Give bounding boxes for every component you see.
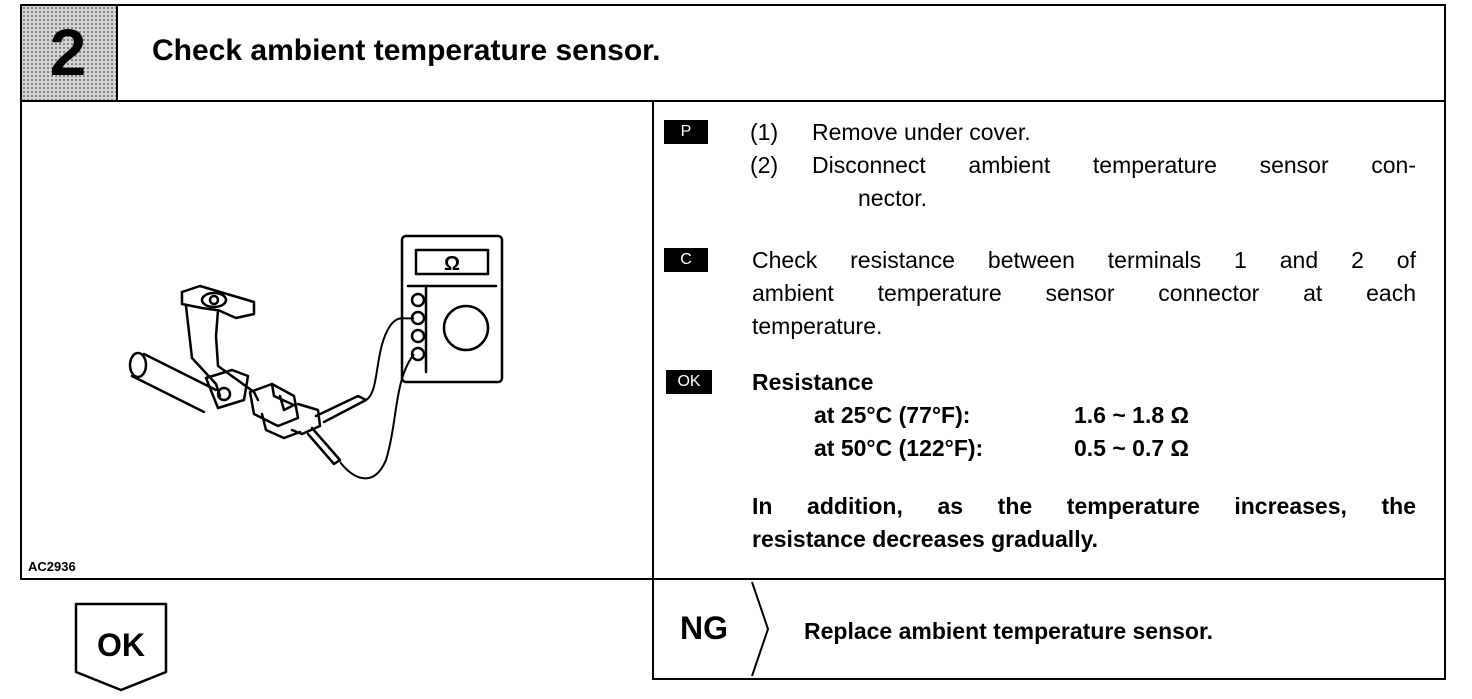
prep-tag: P <box>664 120 708 144</box>
note-line-1: In addition, as the temperature increase… <box>752 493 1416 519</box>
step-title: Check ambient temperature sensor. <box>152 34 661 67</box>
figure-label: AC2936 <box>28 559 76 574</box>
sensor-ohmmeter-illustration: Ω <box>128 234 504 480</box>
ok-tag: OK <box>666 370 712 394</box>
ng-result-box: NG Replace ambient temperature sensor. <box>652 578 1446 680</box>
step-number-box: 2 <box>22 6 118 100</box>
prep-step-2-num: (2) <box>750 152 779 178</box>
ohmmeter-display <box>414 248 490 276</box>
prep-step-1-text: Remove under cover. <box>812 119 1031 145</box>
illustration-pane: Ω AC2936 <box>22 100 654 578</box>
probe-upper <box>314 394 368 424</box>
ng-chevron-icon <box>751 581 770 677</box>
ok-result-sign: OK <box>74 602 170 699</box>
check-tag: C <box>664 248 708 272</box>
sensor-body <box>130 352 218 414</box>
ohmmeter-body <box>400 234 504 384</box>
prep-step-2-text-cont: nector. <box>858 185 928 211</box>
step-number: 2 <box>49 15 87 89</box>
step-header: 2 Check ambient temperature sensor. <box>22 6 1444 102</box>
sensor-bracket <box>180 284 260 402</box>
ok-arrow-shape <box>74 602 168 692</box>
spec-value-50c: 0.5 ~ 0.7 Ω <box>1074 435 1189 461</box>
spec-condition-25c: at 25°C (77°F): <box>814 402 971 428</box>
probe-lower <box>306 426 342 466</box>
ohmmeter-symbol: Ω <box>444 253 460 275</box>
lead-lower <box>339 353 415 480</box>
ok-result-label: OK <box>97 627 145 663</box>
procedure-frame: 2 Check ambient temperature sensor. <box>20 4 1446 580</box>
ng-action-text: Replace ambient temperature sensor. <box>804 618 1214 644</box>
spec-title: Resistance <box>752 369 874 395</box>
prep-step-2-text: Disconnect ambient temperature sensor co… <box>812 152 1416 178</box>
ng-result-label: NG <box>680 610 728 646</box>
prep-step-1-num: (1) <box>750 119 779 145</box>
spec-condition-50c: at 50°C (122°F): <box>814 435 984 461</box>
check-line-2: ambient temperature sensor connector at … <box>752 280 1416 306</box>
note-line-2: resistance decreases gradually. <box>752 526 1099 552</box>
lead-upper <box>365 317 415 401</box>
spec-value-25c: 1.6 ~ 1.8 Ω <box>1074 402 1189 428</box>
instructions-pane: P (1) Remove under cover. (2) Disconnect… <box>654 100 1444 578</box>
ohmmeter-dial <box>442 304 490 352</box>
check-line-1: Check resistance between terminals 1 and… <box>752 247 1416 273</box>
check-line-3: temperature. <box>752 313 883 339</box>
